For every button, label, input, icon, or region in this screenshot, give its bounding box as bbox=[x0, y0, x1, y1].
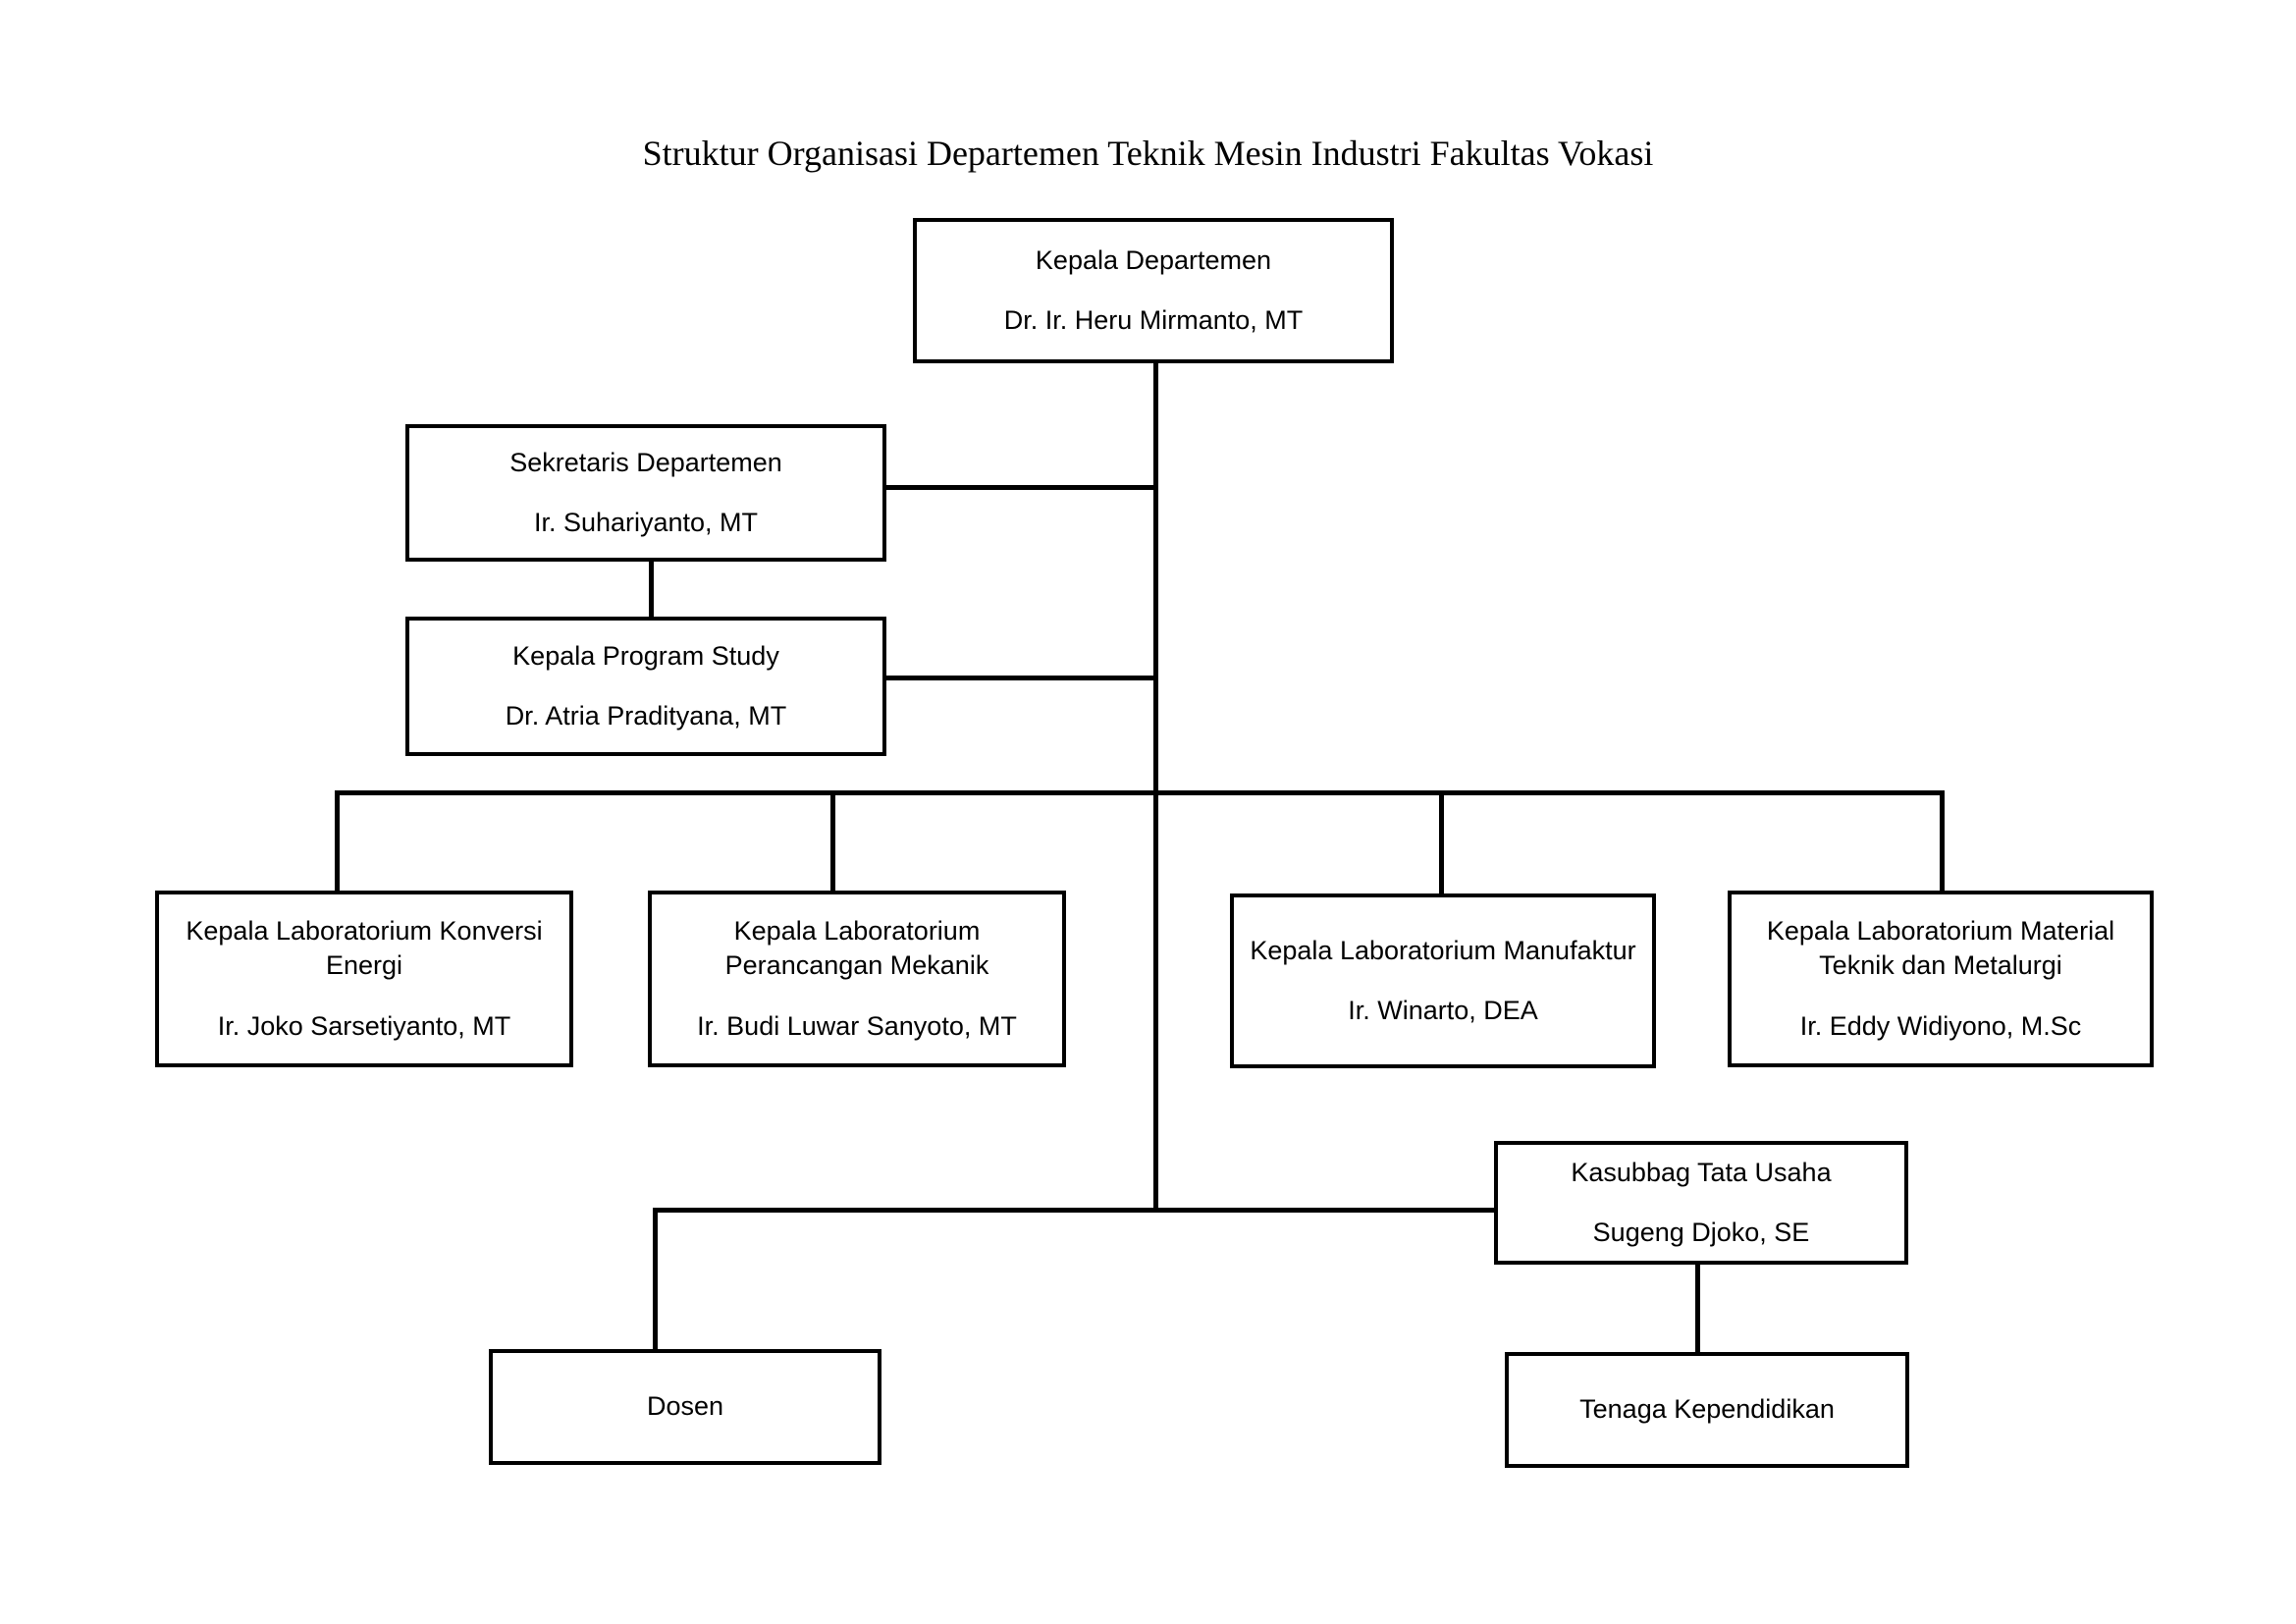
node-person-sekretaris-departemen: Ir. Suhariyanto, MT bbox=[533, 508, 759, 537]
node-person-kepala-departemen: Dr. Ir. Heru Mirmanto, MT bbox=[1003, 305, 1304, 335]
node-role-dosen: Dosen bbox=[646, 1391, 724, 1422]
connector-drop-lab-perancangan-mekanik bbox=[830, 790, 835, 893]
node-person-lab-konversi-energi: Ir. Joko Sarsetiyanto, MT bbox=[217, 1010, 511, 1041]
connector-kasubbag-to-tenaga-kependidikan bbox=[1695, 1265, 1700, 1352]
node-role-lab-perancangan-mekanik: Kepala Laboratorium Perancangan Mekanik bbox=[724, 916, 989, 981]
node-dosen[interactable]: Dosen bbox=[489, 1349, 881, 1465]
connector-laboratory-bus bbox=[335, 790, 1945, 795]
connector-drop-lab-konversi-energi bbox=[335, 790, 340, 893]
node-role-lab-konversi-energi: Kepala Laboratorium Konversi Energi bbox=[186, 916, 543, 981]
connector-drop-lab-material bbox=[1940, 790, 1945, 893]
node-lab-material-teknik-metalurgi[interactable]: Kepala Laboratorium Material Teknik dan … bbox=[1728, 891, 2154, 1067]
node-person-lab-material-teknik-metalurgi: Ir. Eddy Widiyono, M.Sc bbox=[1799, 1010, 2082, 1041]
node-person-kasubbag-tata-usaha: Sugeng Djoko, SE bbox=[1592, 1218, 1810, 1247]
node-role-lab-manufaktur: Kepala Laboratorium Manufaktur bbox=[1250, 935, 1636, 965]
node-role-kasubbag-tata-usaha: Kasubbag Tata Usaha bbox=[1571, 1157, 1832, 1187]
node-person-lab-perancangan-mekanik: Ir. Budi Luwar Sanyoto, MT bbox=[697, 1010, 1017, 1041]
node-lab-konversi-energi[interactable]: Kepala Laboratorium Konversi Energi Ir. … bbox=[155, 891, 573, 1067]
connector-bottom-bus bbox=[653, 1208, 1497, 1213]
node-role-lab-material-teknik-metalurgi: Kepala Laboratorium Material Teknik dan … bbox=[1766, 916, 2115, 981]
connector-trunk-to-program-study bbox=[883, 676, 1156, 680]
connector-drop-lab-manufaktur bbox=[1439, 790, 1444, 895]
connector-trunk-to-sekretaris bbox=[883, 485, 1156, 490]
node-role-kepala-departemen: Kepala Departemen bbox=[1035, 244, 1272, 275]
node-kepala-departemen[interactable]: Kepala Departemen Dr. Ir. Heru Mirmanto,… bbox=[913, 218, 1394, 363]
node-kepala-program-study[interactable]: Kepala Program Study Dr. Atria Pradityan… bbox=[405, 617, 886, 756]
node-role-sekretaris-departemen: Sekretaris Departemen bbox=[509, 447, 782, 477]
node-tenaga-kependidikan[interactable]: Tenaga Kependidikan bbox=[1505, 1352, 1909, 1468]
node-person-lab-manufaktur: Ir. Winarto, DEA bbox=[1348, 996, 1538, 1025]
node-lab-manufaktur[interactable]: Kepala Laboratorium Manufaktur Ir. Winar… bbox=[1230, 893, 1656, 1068]
connector-drop-dosen bbox=[653, 1208, 658, 1349]
node-role-kepala-program-study: Kepala Program Study bbox=[512, 640, 779, 671]
node-role-tenaga-kependidikan: Tenaga Kependidikan bbox=[1579, 1394, 1835, 1425]
connector-main-trunk bbox=[1153, 361, 1158, 1212]
node-person-kepala-program-study: Dr. Atria Pradityana, MT bbox=[505, 701, 787, 731]
page-title: Struktur Organisasi Departemen Teknik Me… bbox=[642, 134, 1654, 173]
node-sekretaris-departemen[interactable]: Sekretaris Departemen Ir. Suhariyanto, M… bbox=[405, 424, 886, 562]
node-kasubbag-tata-usaha[interactable]: Kasubbag Tata Usaha Sugeng Djoko, SE bbox=[1494, 1141, 1908, 1265]
node-lab-perancangan-mekanik[interactable]: Kepala Laboratorium Perancangan Mekanik … bbox=[648, 891, 1066, 1067]
connector-sekretaris-to-program-study bbox=[649, 558, 654, 619]
